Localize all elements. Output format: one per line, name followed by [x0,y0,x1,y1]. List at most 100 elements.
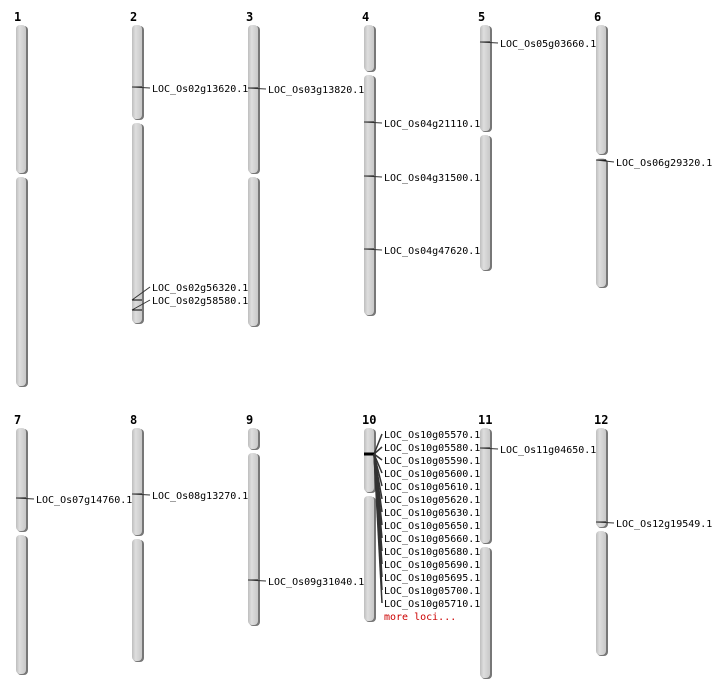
marker-connector [15,497,35,500]
locus-label[interactable]: LOC_Os05g03660.1 [500,39,596,50]
locus-label[interactable]: LOC_Os07g14760.1 [36,495,132,506]
locus-label[interactable]: LOC_Os10g05660.1 [384,534,480,545]
locus-marker[interactable]: LOC_Os07g14760.1 [15,495,132,506]
locus-label[interactable]: LOC_Os12g19549.1 [616,519,712,530]
short-arm [132,428,142,535]
locus-label[interactable]: LOC_Os10g05680.1 [384,547,480,558]
long-arm [132,539,142,661]
locus-label[interactable]: LOC_Os04g31500.1 [384,173,480,184]
short-arm [16,25,26,173]
long-arm [16,535,26,674]
marker-connector [479,447,499,450]
marker-connector [131,86,151,89]
locus-label[interactable]: LOC_Os06g29320.1 [616,158,712,169]
locus-marker[interactable]: LOC_Os10g05710.1 [364,452,480,610]
chromosome-2[interactable]: 2LOC_Os02g13620.1LOC_Os02g56320.1LOC_Os0… [130,10,248,324]
long-arm [480,135,490,270]
locus-marker[interactable]: LOC_Os12g19549.1 [595,519,712,530]
short-arm [480,428,490,543]
locus-marker[interactable]: LOC_Os03g13820.1 [247,85,364,96]
more-loci-link[interactable]: more loci... [384,612,456,623]
marker-connector [373,453,383,461]
locus-label[interactable]: LOC_Os10g05695.1 [384,573,480,584]
chromosome-1[interactable]: 1 [14,10,28,387]
locus-marker[interactable]: LOC_Os11g04650.1 [479,445,596,456]
chromosome-number: 3 [246,10,253,24]
long-arm [132,123,142,323]
short-arm [248,428,258,449]
locus-marker[interactable]: LOC_Os02g13620.1 [131,84,248,95]
locus-marker[interactable]: LOC_Os10g05590.1 [364,452,480,467]
locus-label[interactable]: LOC_Os10g05650.1 [384,521,480,532]
locus-marker[interactable]: LOC_Os02g58580.1 [131,296,248,311]
marker-connector [373,453,383,604]
chromosome-number: 11 [478,413,492,427]
marker-connector [247,579,267,582]
locus-label[interactable]: LOC_Os02g56320.1 [152,283,248,294]
locus-label[interactable]: LOC_Os09g31040.1 [268,577,364,588]
locus-label[interactable]: LOC_Os10g05690.1 [384,560,480,571]
marker-connector [131,493,151,496]
locus-marker[interactable]: LOC_Os04g21110.1 [363,119,480,130]
locus-label[interactable]: LOC_Os04g21110.1 [384,119,480,130]
locus-label[interactable]: LOC_Os10g05580.1 [384,443,480,454]
locus-marker[interactable]: LOC_Os09g31040.1 [247,577,364,588]
locus-marker[interactable]: LOC_Os06g29320.1 [595,158,712,169]
locus-label[interactable]: LOC_Os10g05630.1 [384,508,480,519]
chromosome-number: 4 [362,10,369,24]
locus-label[interactable]: LOC_Os08g13270.1 [152,491,248,502]
locus-marker[interactable]: LOC_Os05g03660.1 [479,39,596,50]
locus-label[interactable]: LOC_Os10g05570.1 [384,430,480,441]
locus-label[interactable]: LOC_Os02g58580.1 [152,296,248,307]
chromosome-number: 8 [130,413,137,427]
marker-connector [373,433,383,455]
chromosome-4[interactable]: 4LOC_Os04g21110.1LOC_Os04g31500.1LOC_Os0… [362,10,480,316]
long-arm [248,453,258,625]
marker-connector [363,175,383,178]
chromosome-number: 10 [362,413,376,427]
marker-connector [479,41,499,44]
locus-label[interactable]: LOC_Os10g05700.1 [384,586,480,597]
marker-connector [595,521,615,524]
locus-label[interactable]: LOC_Os10g05610.1 [384,482,480,493]
marker-connector [373,446,383,455]
locus-label[interactable]: LOC_Os10g05620.1 [384,495,480,506]
long-arm [596,158,606,287]
marker-connector [247,87,267,90]
chromosome-number: 9 [246,413,253,427]
locus-marker[interactable]: LOC_Os10g05580.1 [364,443,480,456]
locus-label[interactable]: LOC_Os11g04650.1 [500,445,596,456]
short-arm [480,25,490,131]
locus-marker[interactable]: LOC_Os04g31500.1 [363,173,480,184]
chromosome-10[interactable]: 10LOC_Os10g05570.1LOC_Os10g05580.1LOC_Os… [362,413,480,623]
long-arm [480,547,490,678]
chromosome-number: 2 [130,10,137,24]
locus-label[interactable]: LOC_Os10g05590.1 [384,456,480,467]
locus-label[interactable]: LOC_Os10g05600.1 [384,469,480,480]
locus-marker[interactable]: LOC_Os02g56320.1 [131,283,248,301]
marker-connector [131,286,151,301]
long-arm [364,496,374,621]
short-arm [16,428,26,531]
locus-label[interactable]: LOC_Os10g05710.1 [384,599,480,610]
chromosome-number: 1 [14,10,21,24]
locus-label[interactable]: LOC_Os04g47620.1 [384,246,480,257]
locus-label[interactable]: LOC_Os02g13620.1 [152,84,248,95]
marker-connector [363,121,383,124]
locus-label[interactable]: LOC_Os03g13820.1 [268,85,364,96]
short-arm [132,25,142,119]
short-arm [596,25,606,154]
locus-marker[interactable]: LOC_Os08g13270.1 [131,491,248,502]
long-arm [596,531,606,655]
long-arm [364,75,374,315]
locus-marker[interactable]: LOC_Os04g47620.1 [363,246,480,257]
short-arm [364,428,374,492]
